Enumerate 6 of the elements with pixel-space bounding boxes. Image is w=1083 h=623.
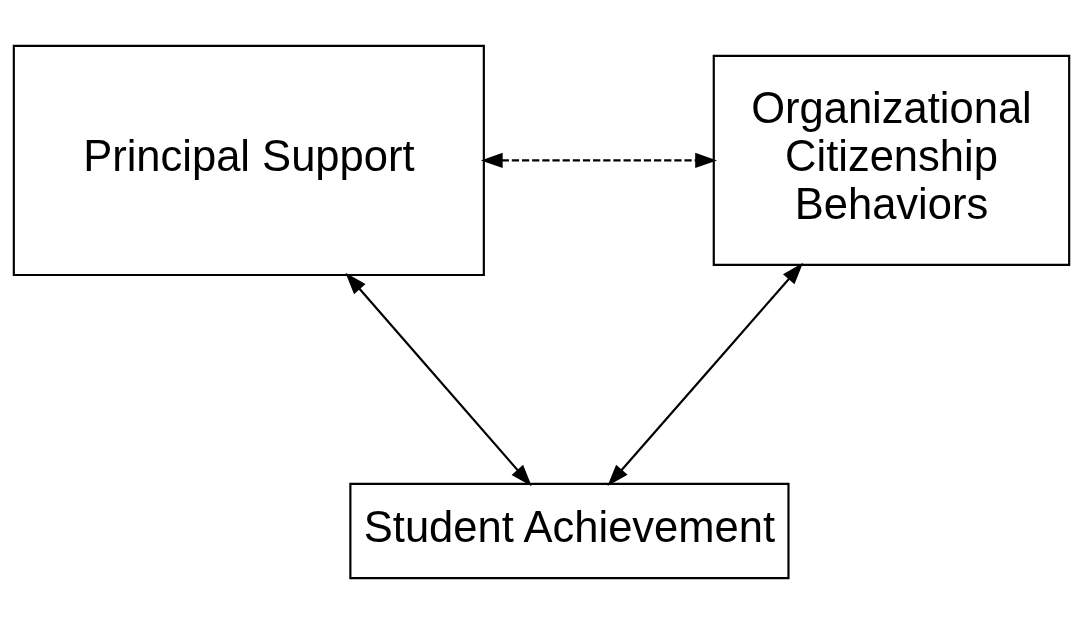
arrow	[480, 152, 717, 168]
node-box: Principal Support	[12, 44, 485, 276]
arrow	[607, 262, 804, 486]
arrow	[345, 272, 532, 486]
node-box: Student Achievement	[349, 482, 790, 579]
node-box: Organizational Citizenship Behaviors	[712, 54, 1071, 266]
